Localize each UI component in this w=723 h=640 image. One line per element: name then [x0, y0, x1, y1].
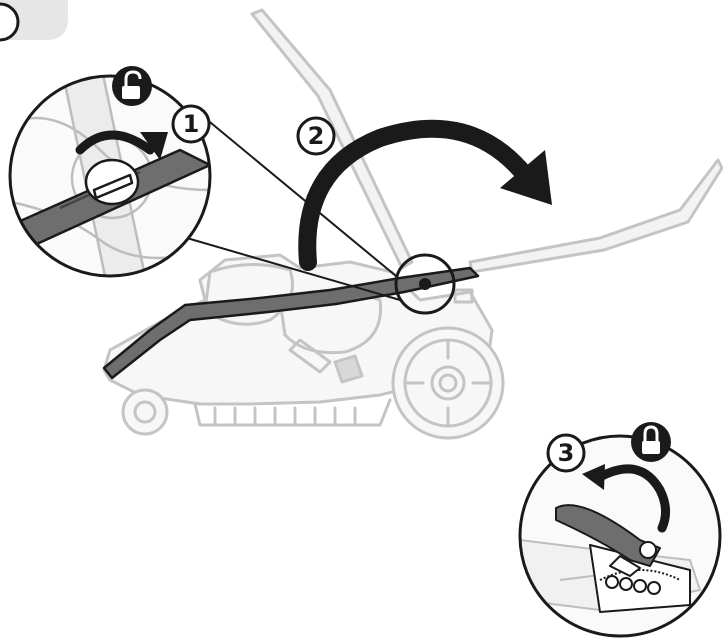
- callout-connector: [179, 235, 401, 301]
- detail-circle-lock: [518, 434, 722, 638]
- handle-folded: [102, 266, 480, 380]
- handle-pivot-marker: [394, 253, 456, 315]
- step-3-badge: 3: [546, 433, 586, 473]
- step-2-badge: 2: [296, 116, 336, 156]
- callout-connector: [204, 117, 397, 277]
- previous-step-tab: [0, 0, 68, 42]
- lawnmower-body: [102, 8, 723, 440]
- rotate-arrow-icon: [298, 119, 552, 271]
- step-3-number: 3: [558, 439, 575, 467]
- step-1-badge: 1: [171, 104, 211, 144]
- unlock-icon: [112, 66, 152, 106]
- detail-circle-unlock: [8, 74, 212, 278]
- step-2-number: 2: [308, 122, 325, 150]
- step-1-number: 1: [183, 110, 200, 138]
- lock-icon: [631, 422, 671, 462]
